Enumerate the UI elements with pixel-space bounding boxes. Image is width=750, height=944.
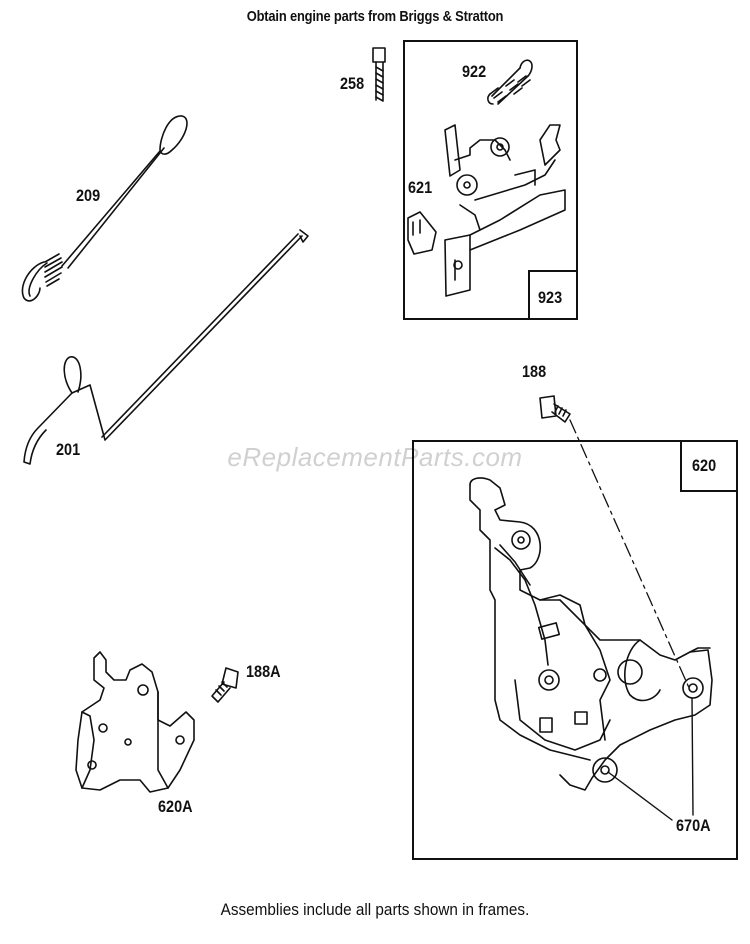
part-620-bracket-assembly [469,477,713,791]
label-620a: 620A [158,797,193,816]
part-201-rod [23,229,309,465]
part-258-screw [372,47,386,102]
page-header: Obtain engine parts from Briggs & Stratt… [246,8,504,25]
label-620: 620 [692,456,717,475]
label-258: 258 [340,74,365,93]
label-922: 922 [462,62,487,81]
label-188a: 188A [246,662,281,681]
label-201: 201 [56,440,81,459]
part-923-control-assembly [407,124,566,297]
part-922-spring [487,59,533,105]
frame-620 [412,440,738,860]
label-923: 923 [538,288,563,307]
frame-tag-923 [528,270,578,320]
part-620a-plate [75,651,195,793]
page-footer: Assemblies include all parts shown in fr… [220,900,530,919]
part-188-screw [539,395,571,423]
part-188a-screw [211,667,239,703]
label-209: 209 [76,186,101,205]
watermark: eReplacementParts.com [227,442,523,472]
part-209-spring-rod [21,115,188,302]
label-188: 188 [522,362,547,381]
frame-tag-620 [680,440,738,492]
label-621: 621 [408,178,433,197]
frame-923 [403,40,578,320]
label-670a: 670A [676,816,711,835]
